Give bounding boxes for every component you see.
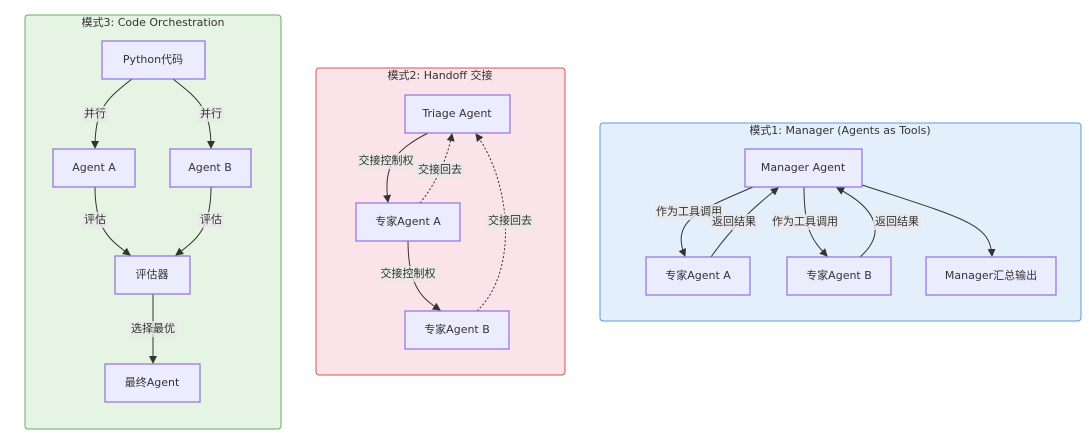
svg-text:Triage Agent: Triage Agent xyxy=(421,107,492,120)
edge-label: 并行 xyxy=(200,106,222,120)
node-manager-summary-output[interactable]: Manager汇总输出 xyxy=(925,256,1057,296)
edge-label: 交接控制权 xyxy=(381,266,436,280)
edge-label: 返回结果 xyxy=(875,215,919,228)
mode3-group: 模式3: Code Orchestration Python代码 Agent A… xyxy=(24,14,282,430)
svg-text:专家Agent B: 专家Agent B xyxy=(424,322,490,336)
mode2-title: 模式2: Handoff 交接 xyxy=(388,68,493,82)
node-expert-agent-a[interactable]: 专家Agent A xyxy=(645,256,751,296)
mode1-group: 模式1: Manager (Agents as Tools) Manager A… xyxy=(599,122,1082,322)
svg-text:评估器: 评估器 xyxy=(136,268,169,281)
node-manager-agent[interactable]: Manager Agent xyxy=(744,148,863,188)
svg-text:专家Agent B: 专家Agent B xyxy=(806,268,872,282)
svg-text:Manager汇总输出: Manager汇总输出 xyxy=(945,268,1037,282)
mode1-title: 模式1: Manager (Agents as Tools) xyxy=(749,124,930,137)
edge-label: 交接回去 xyxy=(488,213,532,227)
svg-text:Agent B: Agent B xyxy=(188,161,232,174)
node-agent-b[interactable]: Agent B xyxy=(169,148,252,188)
edge-label: 返回结果 xyxy=(712,215,756,228)
edge-label: 作为工具调用 xyxy=(772,215,838,228)
node-expert-agent-a[interactable]: 专家Agent A xyxy=(355,202,461,242)
edge-label: 评估 xyxy=(200,213,222,226)
svg-text:最终Agent: 最终Agent xyxy=(125,375,180,389)
mode3-title: 模式3: Code Orchestration xyxy=(82,16,225,29)
edge-label: 交接回去 xyxy=(418,162,462,176)
node-evaluator[interactable]: 评估器 xyxy=(114,255,191,295)
edge-label: 评估 xyxy=(84,213,106,226)
svg-text:专家Agent A: 专家Agent A xyxy=(665,268,731,282)
node-triage-agent[interactable]: Triage Agent xyxy=(404,94,511,134)
node-expert-agent-b[interactable]: 专家Agent B xyxy=(786,256,892,296)
svg-text:Python代码: Python代码 xyxy=(123,53,183,66)
node-final-agent[interactable]: 最终Agent xyxy=(104,363,201,403)
edge-label: 作为工具调用 xyxy=(656,205,722,218)
edge-label: 选择最优 xyxy=(131,321,175,335)
edge-label: 交接控制权 xyxy=(359,153,414,167)
edge-label: 并行 xyxy=(84,106,106,120)
svg-text:专家Agent A: 专家Agent A xyxy=(375,214,441,228)
svg-text:Manager Agent: Manager Agent xyxy=(761,161,846,174)
svg-text:Agent A: Agent A xyxy=(72,161,116,174)
node-agent-a[interactable]: Agent A xyxy=(52,148,136,188)
node-python-code[interactable]: Python代码 xyxy=(101,40,206,80)
node-expert-agent-b[interactable]: 专家Agent B xyxy=(404,310,510,350)
mode2-group: 模式2: Handoff 交接 Triage Agent 专家Agent A 专… xyxy=(315,67,566,376)
